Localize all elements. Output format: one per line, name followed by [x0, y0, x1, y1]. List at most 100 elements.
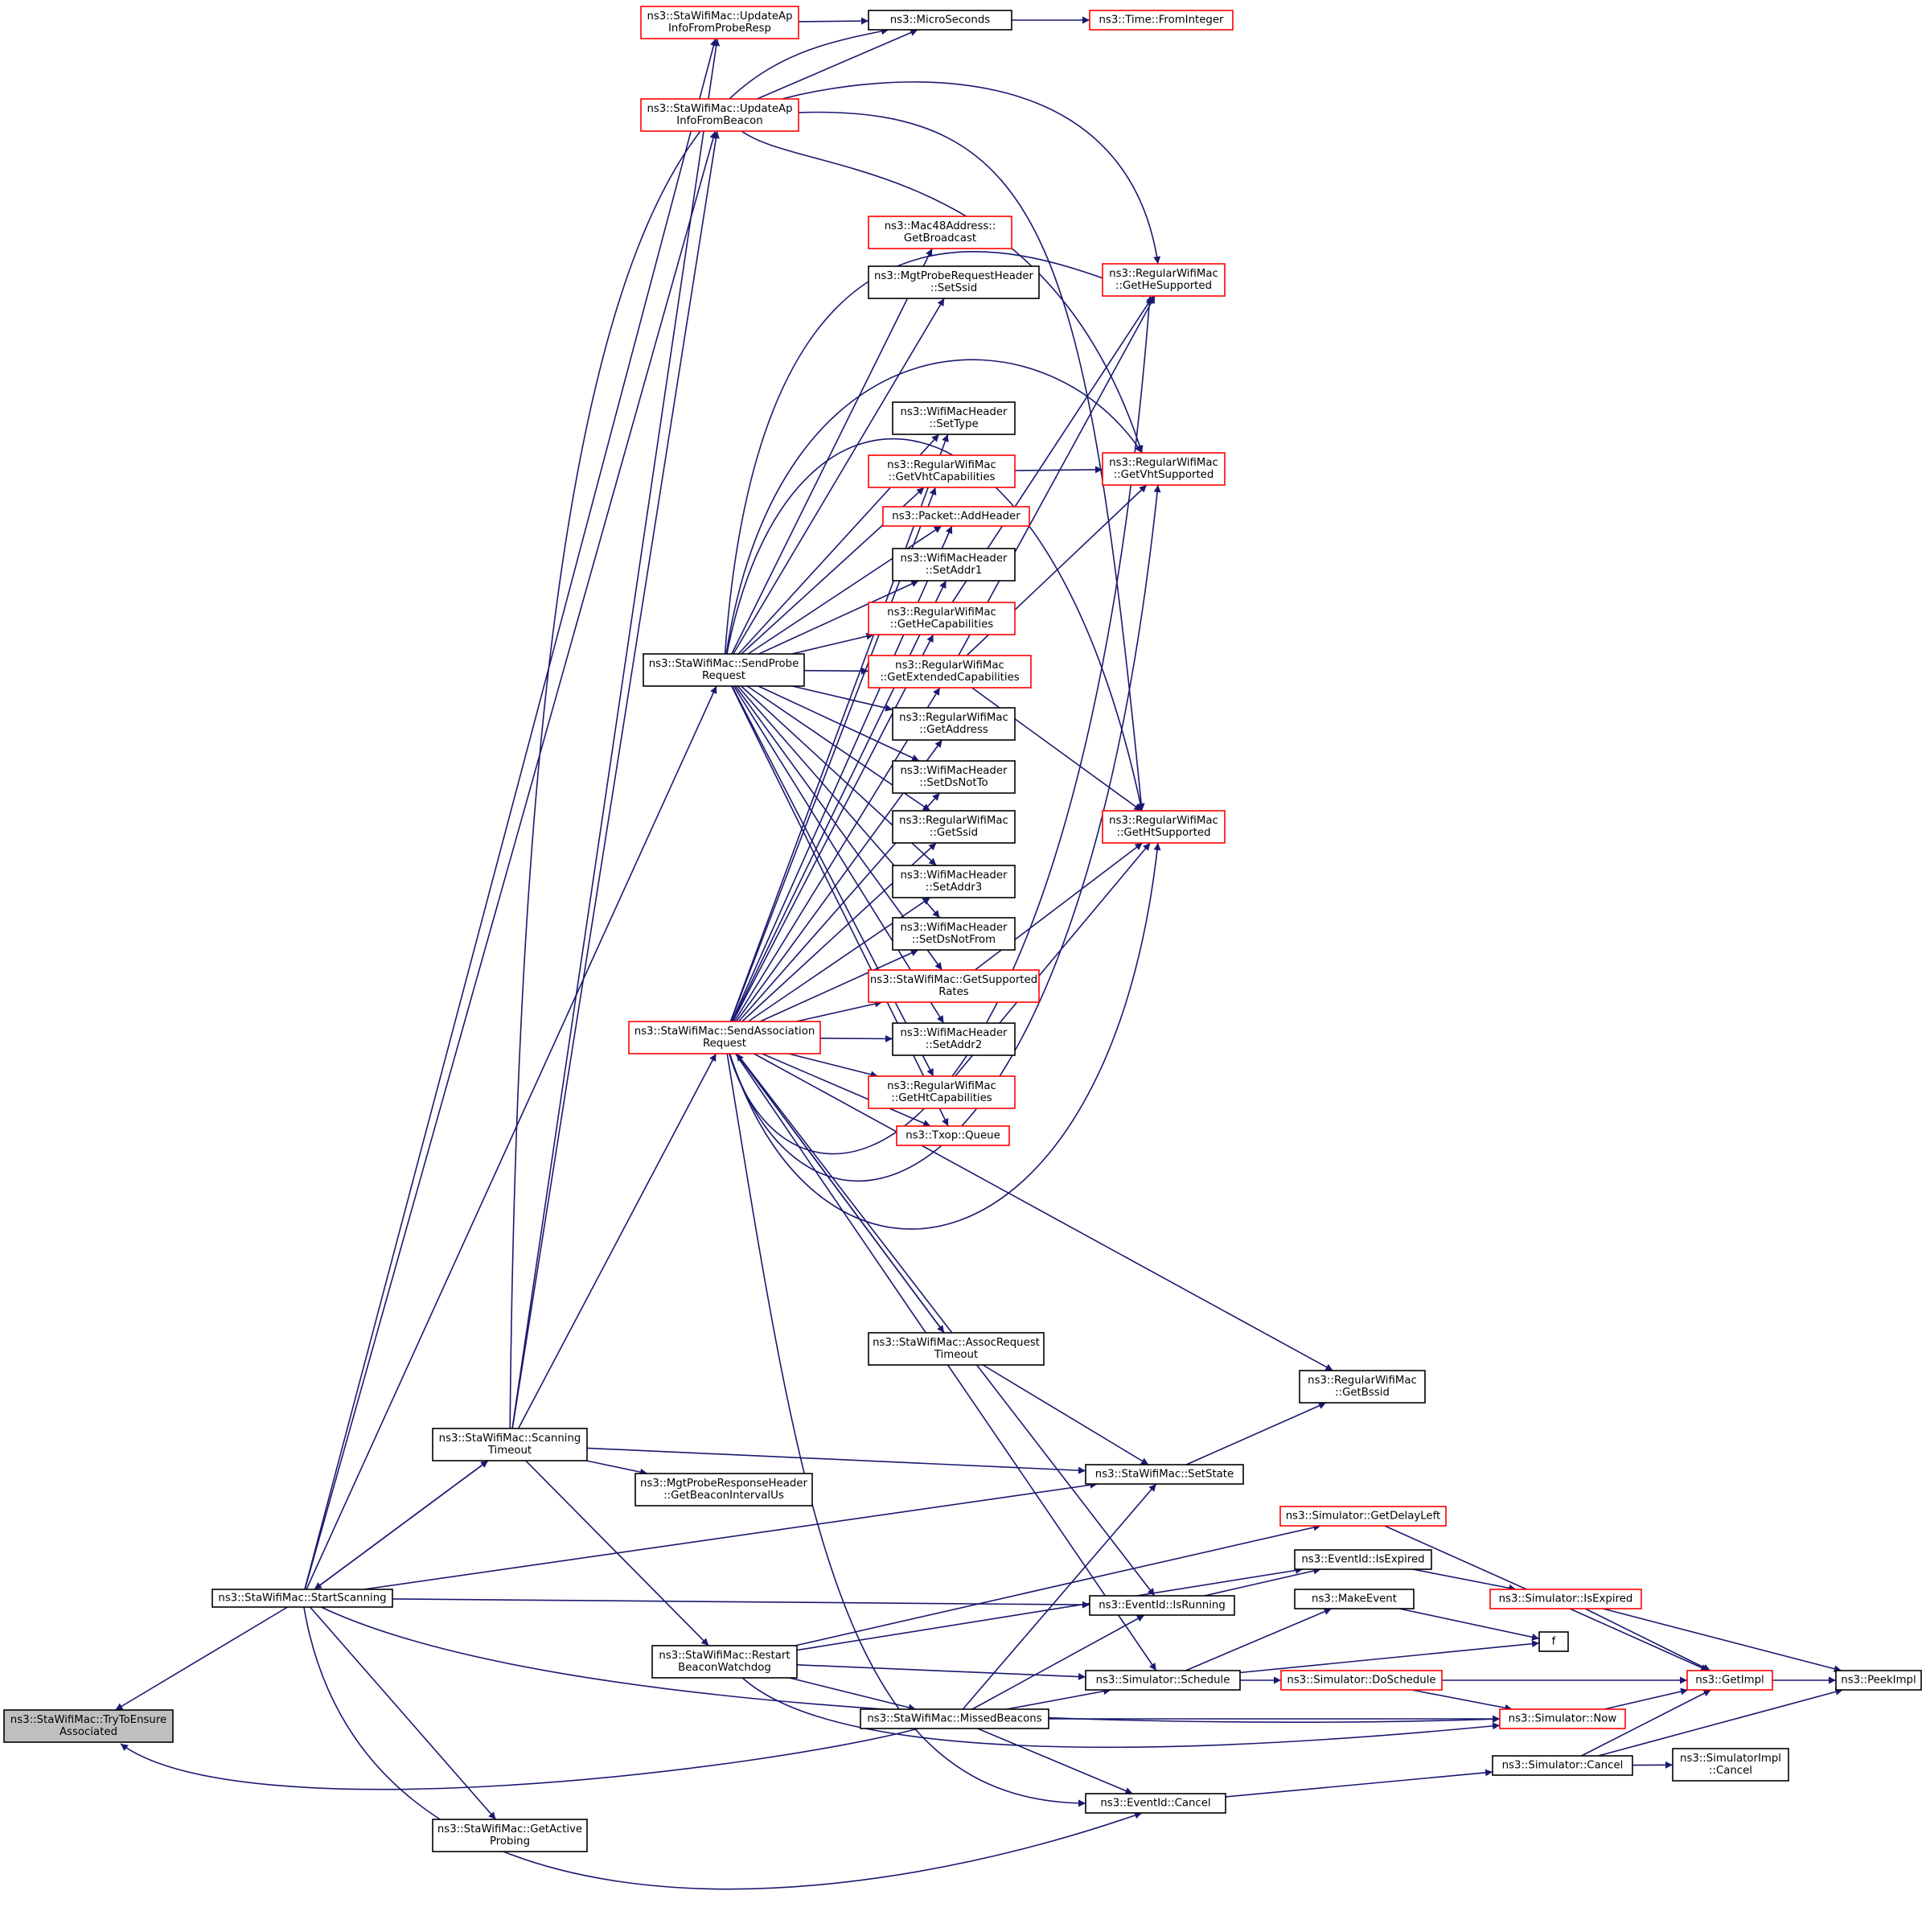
node-GetDelayLeft[interactable]: ns3::Simulator::GetDelayLeft [1279, 1506, 1447, 1527]
call-edge-RestartBeacon-to-MissedBeacons [789, 1677, 916, 1712]
node-AddHeader[interactable]: ns3::Packet::AddHeader [882, 506, 1030, 527]
node-SimCancel[interactable]: ns3::Simulator::Cancel [1492, 1755, 1633, 1776]
call-edge-SendProbe-to-GetVhtSup [725, 359, 1143, 655]
node-SetDsNotFrom[interactable]: ns3::WifiMacHeader::SetDsNotFrom [892, 917, 1016, 951]
call-edge-SendAssoc-to-SetAddr3 [747, 897, 931, 1022]
node-label: ns3::WifiMacHeader [900, 869, 1008, 882]
node-Schedule[interactable]: ns3::Simulator::Schedule [1085, 1670, 1241, 1691]
node-label: ::GetSsid [930, 827, 978, 839]
node-label: Associated [60, 1726, 117, 1738]
call-edge-SimIsExpired-to-GetImpl [1584, 1608, 1711, 1671]
node-box [1085, 1793, 1226, 1814]
node-label: ns3::GetImpl [1695, 1675, 1764, 1687]
node-GetExtCap[interactable]: ns3::RegularWifiMac::GetExtendedCapabili… [868, 655, 1032, 689]
call-edge-Schedule-to-MakeEvent [1185, 1608, 1333, 1671]
node-box [892, 1022, 1016, 1056]
node-GetVhtSup[interactable]: ns3::RegularWifiMac::GetVhtSupported [1102, 452, 1226, 486]
node-box [643, 653, 805, 687]
node-box [634, 1473, 813, 1507]
node-GetSsid[interactable]: ns3::RegularWifiMac::GetSsid [892, 810, 1016, 844]
node-label: ns3::MakeEvent [1312, 1593, 1397, 1605]
call-edge-ScanningTimeout-to-RestartBeacon [525, 1460, 709, 1646]
call-edge-SendAssoc-to-Queue [762, 1053, 931, 1127]
node-MicroSeconds[interactable]: ns3::MicroSeconds [868, 10, 1012, 31]
node-GetImpl[interactable]: ns3::GetImpl [1686, 1670, 1773, 1691]
node-SetType[interactable]: ns3::WifiMacHeader::SetType [892, 401, 1016, 435]
call-edge-SendProbe-to-AddHeader [747, 525, 942, 655]
call-edge-ScanningTimeout-to-UpdateApProbe [511, 38, 721, 1429]
node-UpdateApProbe[interactable]: ns3::StaWifiMac::UpdateApInfoFromProbeRe… [640, 6, 799, 39]
call-edge-StartScanning-to-TryToEnsure [115, 1606, 289, 1711]
node-SetAddr2[interactable]: ns3::WifiMacHeader::SetAddr2 [892, 1022, 1016, 1056]
node-box [1279, 1506, 1447, 1527]
node-SetState[interactable]: ns3::StaWifiMac::SetState [1085, 1464, 1244, 1485]
node-label: Probing [490, 1835, 530, 1848]
node-GetHeSup[interactable]: ns3::RegularWifiMac::GetHeSupported [1102, 263, 1226, 297]
node-box [868, 10, 1012, 31]
node-StartScanning[interactable]: ns3::StaWifiMac::StartScanning [211, 1589, 393, 1608]
node-box [868, 265, 1040, 299]
node-box [892, 917, 1016, 951]
call-edge-RestartBeacon-to-Schedule [796, 1664, 1086, 1681]
node-MakeEvent[interactable]: ns3::MakeEvent [1294, 1589, 1415, 1609]
node-box [1089, 1595, 1235, 1616]
call-edge-EvIsRunning-to-EvIsExpired [1204, 1567, 1321, 1597]
node-box [868, 602, 1016, 635]
node-MgtProbeResp[interactable]: ns3::MgtProbeResponseHeader::GetBeaconIn… [634, 1473, 813, 1507]
node-SetAddr1[interactable]: ns3::WifiMacHeader::SetAddr1 [892, 548, 1016, 582]
node-Now[interactable]: ns3::Simulator::Now [1499, 1708, 1626, 1729]
node-EvIsRunning[interactable]: ns3::EventId::IsRunning [1089, 1595, 1235, 1616]
node-box [1538, 1631, 1569, 1652]
node-label: InfoFromBeacon [676, 115, 762, 127]
node-box [1089, 10, 1234, 31]
call-edge-RestartBeacon-to-Now [741, 1677, 1501, 1749]
node-GetHeCap[interactable]: ns3::RegularWifiMac::GetHeCapabilities [868, 602, 1016, 635]
node-ImplCancel[interactable]: ns3::SimulatorImpl::Cancel [1672, 1748, 1789, 1782]
node-box [892, 760, 1016, 794]
node-GetHtCap[interactable]: ns3::RegularWifiMac::GetHtCapabilities [868, 1075, 1016, 1109]
node-label: ::SetAddr1 [926, 565, 982, 577]
node-FromInteger[interactable]: ns3::Time::FromInteger [1089, 10, 1234, 31]
node-SetDsNotTo[interactable]: ns3::WifiMacHeader::SetDsNotTo [892, 760, 1016, 794]
node-label: ::GetExtendedCapabilities [880, 672, 1019, 684]
node-label: ::GetBssid [1335, 1387, 1390, 1399]
node-box [892, 707, 1016, 741]
call-edge-SendAssoc-to-GetHtCap [788, 1053, 878, 1079]
node-DoSchedule[interactable]: ns3::Simulator::DoSchedule [1280, 1670, 1443, 1691]
node-label: ns3::Time::FromInteger [1099, 14, 1224, 27]
call-edge-SendAssoc-to-GetBssid [754, 1053, 1333, 1371]
node-label: InfoFromProbeResp [668, 23, 771, 35]
call-edge-UpdateApBeacon-to-GetHeSup [782, 81, 1161, 265]
node-SimIsExpired[interactable]: ns3::Simulator::IsExpired [1489, 1589, 1642, 1609]
node-PeekImpl[interactable]: ns3::PeekImpl [1835, 1670, 1922, 1691]
node-SetAddr3[interactable]: ns3::WifiMacHeader::SetAddr3 [892, 865, 1016, 898]
node-GetAddress[interactable]: ns3::RegularWifiMac::GetAddress [892, 707, 1016, 741]
node-box [628, 1021, 821, 1054]
node-SetSsid[interactable]: ns3::MgtProbeRequestHeader::SetSsid [868, 265, 1040, 299]
call-edge-StartScanning-to-EvCancel [303, 1606, 1143, 1890]
node-f[interactable]: f [1538, 1631, 1569, 1652]
call-edge-AssocTimeout-to-SendAssoc [736, 1053, 945, 1334]
node-GetBssid[interactable]: ns3::RegularWifiMac::GetBssid [1299, 1370, 1426, 1404]
call-edge-ScanningTimeout-to-StartScanning [314, 1460, 489, 1590]
node-box [1085, 1464, 1244, 1485]
node-GetBroadcast[interactable]: ns3::Mac48Address::GetBroadcast [868, 216, 1012, 249]
node-GetVhtCap[interactable]: ns3::RegularWifiMac::GetVhtCapabilities [868, 454, 1016, 488]
node-Queue[interactable]: ns3::Txop::Queue [896, 1125, 1010, 1146]
call-edge-SendAssoc-to-SetType [729, 434, 949, 1022]
call-edge-SimCancel-to-GetImpl [1581, 1689, 1711, 1757]
node-EvIsExpired[interactable]: ns3::EventId::IsExpired [1294, 1549, 1432, 1570]
node-EvCancel[interactable]: ns3::EventId::Cancel [1085, 1793, 1226, 1814]
node-GetHtSup[interactable]: ns3::RegularWifiMac::GetHtSupported [1102, 810, 1226, 844]
node-label: ns3::RegularWifiMac [1109, 457, 1218, 469]
node-MissedBeacons[interactable]: ns3::StaWifiMac::MissedBeacons [860, 1708, 1049, 1729]
